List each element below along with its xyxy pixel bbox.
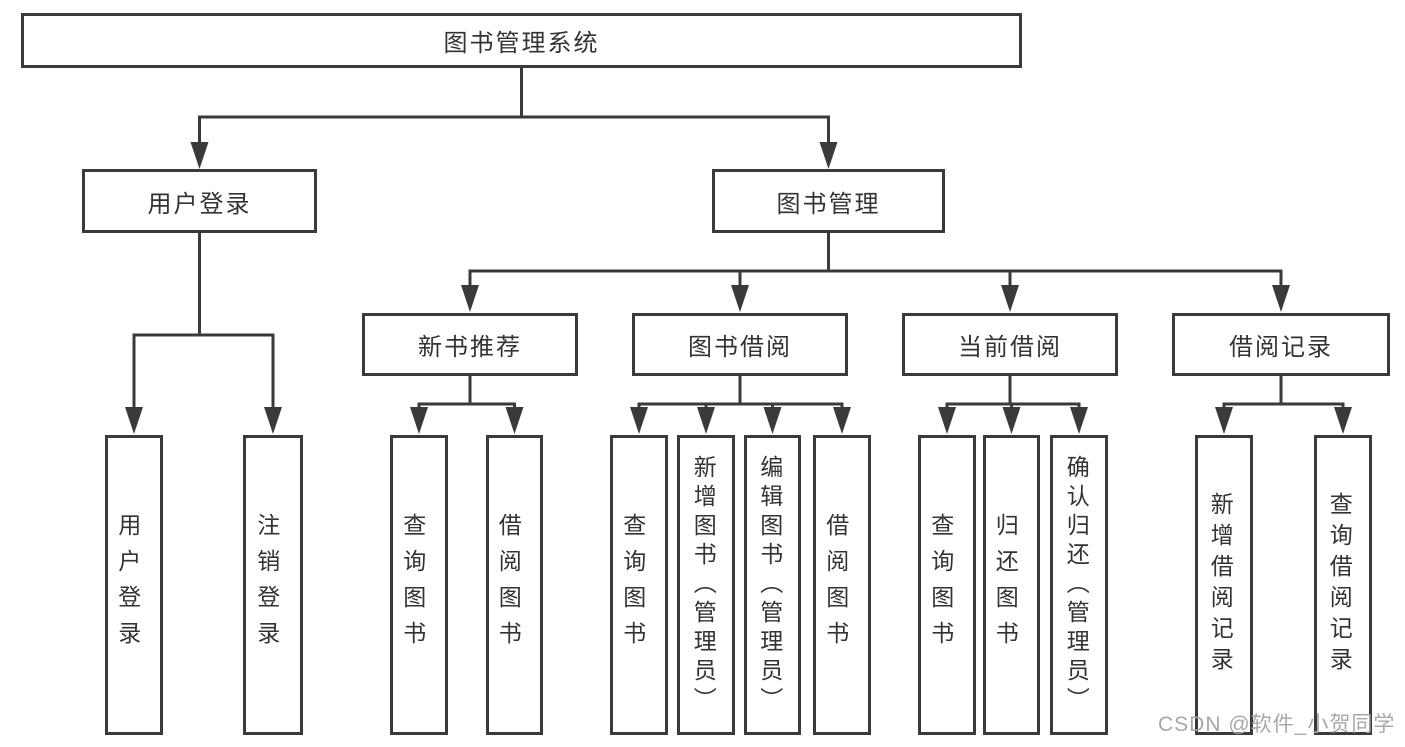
leaf-user-login: 用户登录 — [105, 435, 163, 735]
node-label: 图书借阅 — [688, 334, 792, 361]
leaf-add-books-admin: 新增图书（管理员） — [677, 435, 735, 735]
watermark: CSDN @软件_小贺同学 — [1158, 713, 1396, 736]
node-label: 新增借阅记录 — [1207, 492, 1234, 678]
node-label: 查询图书 — [619, 513, 646, 657]
node-library-management-system: 图书管理系统 — [21, 13, 1022, 68]
leaf-query-books-recommend: 查询图书 — [390, 435, 448, 735]
node-label: 新书推荐 — [418, 334, 522, 361]
node-current-borrowing: 当前借阅 — [902, 313, 1118, 376]
leaf-logout: 注销登录 — [243, 435, 303, 735]
leaf-query-books-current: 查询图书 — [918, 435, 976, 735]
connector-current-borrow-to-leaves — [938, 376, 1088, 434]
node-label: 查询借阅记录 — [1326, 492, 1353, 678]
node-label: 确认归还（管理员） — [1063, 454, 1090, 716]
leaf-borrow-books: 借阅图书 — [813, 435, 871, 735]
node-label: 注销登录 — [253, 513, 280, 657]
node-borrowing-records: 借阅记录 — [1172, 313, 1390, 376]
connector-book-borrow-to-leaves — [630, 376, 851, 434]
node-label: 新增图书（管理员） — [690, 454, 717, 716]
node-book-borrowing: 图书借阅 — [632, 313, 848, 376]
connector-borrow-records-to-leaves — [1215, 376, 1352, 434]
connector-book-management-to-level3 — [461, 233, 1290, 312]
connector-root-to-level2 — [190, 66, 838, 169]
leaf-borrow-books-recommend: 借阅图书 — [486, 435, 543, 735]
node-label: 查询图书 — [927, 513, 954, 657]
leaf-return-books: 归还图书 — [983, 435, 1040, 735]
leaf-query-books-borrow: 查询图书 — [610, 435, 668, 735]
node-label: 编辑图书（管理员） — [756, 454, 783, 716]
node-label: 用户登录 — [114, 513, 141, 657]
leaf-confirm-return-admin: 确认归还（管理员） — [1050, 435, 1108, 735]
node-label: 借阅图书 — [822, 513, 849, 657]
node-label: 借阅记录 — [1229, 334, 1333, 361]
leaf-query-borrow-record: 查询借阅记录 — [1314, 435, 1372, 735]
node-label: 图书管理系统 — [443, 30, 600, 57]
node-book-management: 图书管理 — [712, 169, 945, 233]
connector-new-book-to-leaves — [410, 376, 524, 434]
node-label: 当前借阅 — [958, 334, 1062, 361]
node-label: 借阅图书 — [495, 513, 522, 657]
node-label: 查询图书 — [399, 513, 426, 657]
leaf-add-borrow-record: 新增借阅记录 — [1195, 435, 1253, 735]
node-user-login: 用户登录 — [82, 169, 317, 233]
connector-user-login-to-leaves — [125, 233, 282, 434]
node-new-book-recommendation: 新书推荐 — [362, 313, 578, 376]
node-label: 图书管理 — [776, 190, 881, 218]
leaf-edit-books-admin: 编辑图书（管理员） — [744, 435, 801, 735]
node-label: 用户登录 — [147, 190, 252, 218]
node-label: 归还图书 — [992, 513, 1019, 657]
